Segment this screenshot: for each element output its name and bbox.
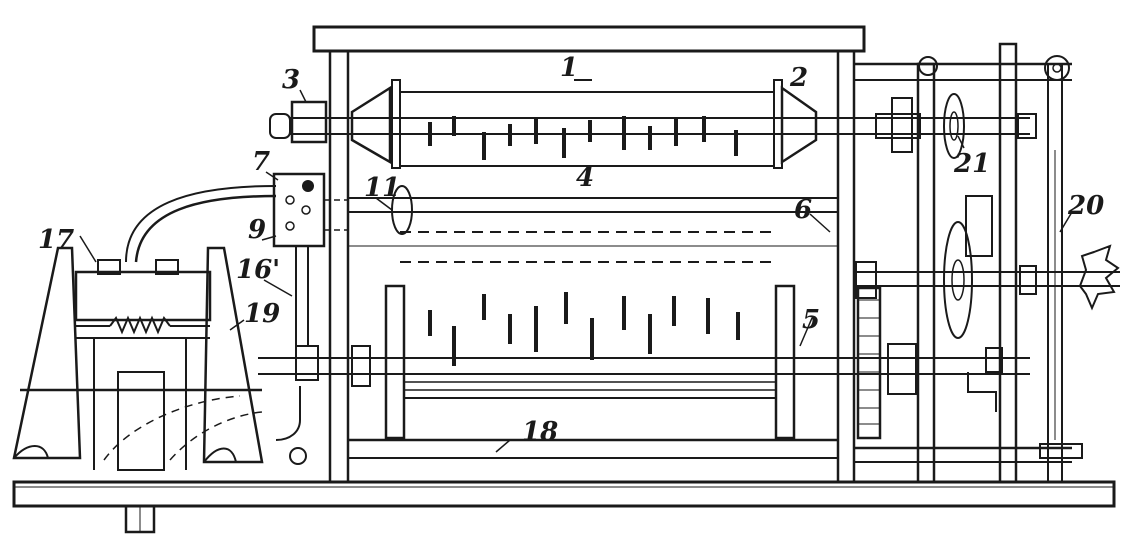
ref-numeral-1: 1 bbox=[560, 53, 578, 83]
top-beam bbox=[312, 25, 866, 53]
ref-numeral-20: 20 bbox=[1067, 191, 1104, 221]
upper-roller bbox=[290, 79, 1037, 169]
ref-numeral-21: 21 bbox=[953, 149, 990, 179]
left-mechanism bbox=[125, 100, 348, 465]
stand-17 bbox=[12, 246, 264, 471]
lower-roller bbox=[258, 284, 1083, 459]
leader-lines bbox=[79, 79, 1073, 453]
base-rail bbox=[12, 480, 1116, 534]
ref-numeral-17: 17 bbox=[38, 225, 74, 255]
reference-numerals: 1 2 3 4 5 6 7 9 11 16' 17 18 19 20 21 bbox=[38, 53, 1104, 447]
middle-shaft bbox=[348, 185, 1120, 339]
ref-numeral-11: 11 bbox=[364, 173, 400, 203]
ref-numeral-3: 3 bbox=[282, 65, 300, 95]
ref-numeral-7: 7 bbox=[252, 147, 270, 177]
ref-numeral-16-prime: 16' bbox=[236, 255, 280, 285]
ref-numeral-6: 6 bbox=[794, 195, 812, 225]
ref-numeral-4: 4 bbox=[576, 163, 594, 193]
ref-numeral-9: 9 bbox=[248, 215, 266, 245]
ref-numeral-2: 2 bbox=[789, 63, 808, 93]
ref-numeral-19: 19 bbox=[244, 299, 280, 329]
ref-numeral-18: 18 bbox=[522, 417, 558, 447]
